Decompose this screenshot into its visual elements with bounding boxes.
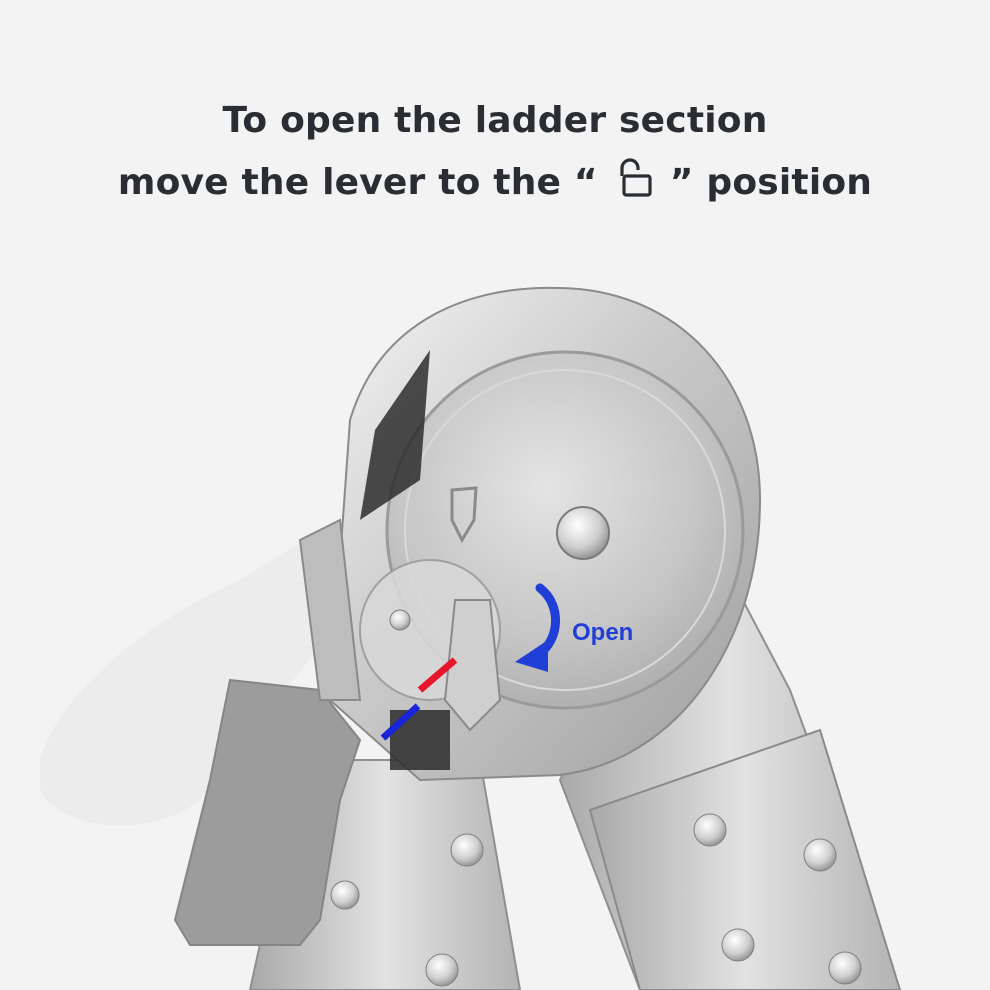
caption-line-2-end: ” position: [669, 162, 873, 203]
caption-line-2: move the lever to the “ ” position: [0, 152, 990, 218]
lever-ghost: [40, 530, 340, 826]
curved-arrow-icon: [515, 583, 560, 672]
lock-position-marker-red: [417, 657, 458, 693]
instruction-caption: To open the ladder section move the leve…: [0, 90, 990, 218]
caption-line-1: To open the ladder section: [222, 100, 768, 141]
unlocked-padlock-icon: [612, 156, 656, 218]
open-label: Open: [572, 619, 633, 646]
lever-handle: [173, 678, 362, 946]
unlock-position-marker-blue: [380, 703, 421, 741]
caption-line-2-start: move the lever to the “: [117, 162, 598, 203]
hinge-joint: [328, 286, 762, 782]
